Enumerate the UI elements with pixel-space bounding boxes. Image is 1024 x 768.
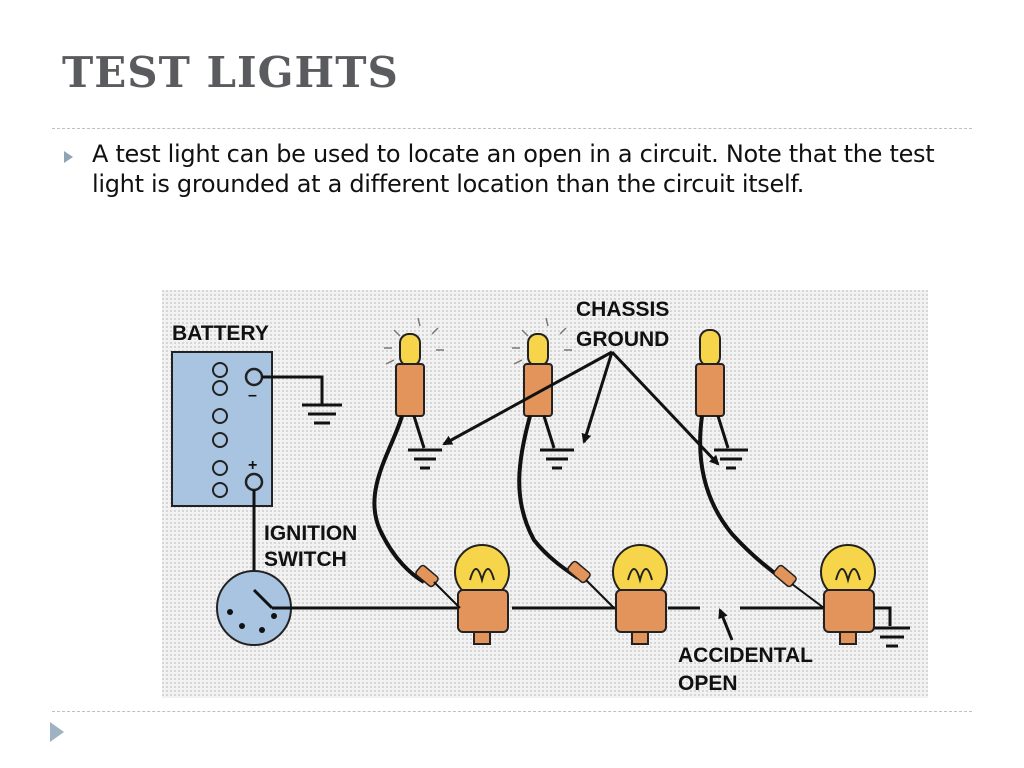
- ignition-label-line1: IGNITION: [264, 522, 357, 545]
- battery-ground-wire: [262, 375, 324, 405]
- battery-negative-sign: –: [248, 387, 257, 404]
- circuit-bulb-2: [612, 544, 668, 645]
- ignition-switch: [216, 570, 292, 646]
- slide-title: TEST LIGHTS: [62, 48, 399, 97]
- test-light-1: [372, 317, 461, 609]
- ignition-label-line2: SWITCH: [264, 548, 347, 571]
- circuit-diagram: BATTERY – + IGNITION SWITCH: [162, 290, 928, 698]
- battery-ground-symbol: [302, 403, 342, 425]
- circuit-bulb-1: [454, 544, 510, 645]
- circuit-ground-symbol: [874, 626, 910, 648]
- chassis-label-line1: CHASSIS: [576, 298, 669, 321]
- bullet-text: A test light can be used to locate an op…: [92, 140, 935, 198]
- circuit-end-wire: [874, 606, 892, 626]
- circuit-bulb-3: [820, 544, 876, 645]
- test-light-2: [512, 317, 615, 609]
- accidental-open-arrow: [718, 608, 734, 641]
- chassis-ground-arrows: [442, 350, 720, 466]
- accidental-label-line1: ACCIDENTAL: [678, 644, 813, 667]
- footer-divider: [52, 711, 972, 712]
- title-divider: [52, 128, 972, 129]
- test-light-3: [695, 329, 825, 609]
- battery-label: BATTERY: [172, 322, 269, 345]
- battery: [171, 351, 273, 507]
- next-slide-arrow-icon[interactable]: [50, 722, 64, 742]
- bullet-arrow-icon: [64, 151, 73, 163]
- battery-positive-sign: +: [248, 457, 257, 474]
- chassis-label-line2: GROUND: [576, 328, 669, 351]
- accidental-label-line2: OPEN: [678, 672, 738, 695]
